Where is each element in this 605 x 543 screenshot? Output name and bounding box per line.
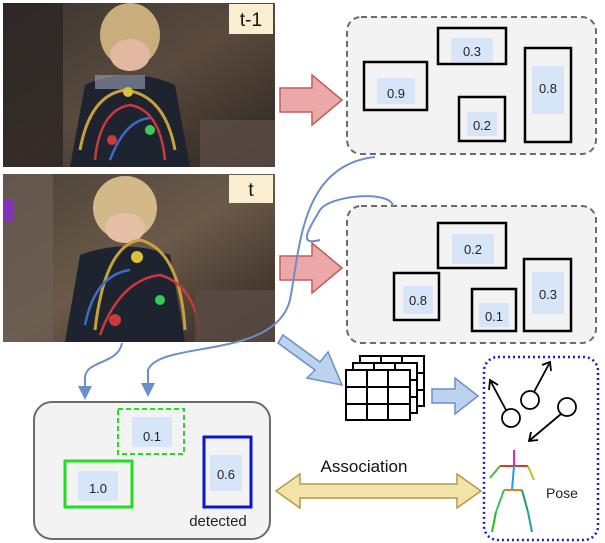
- blue-arrow-to-grid: [276, 333, 344, 387]
- association-label: Association: [321, 457, 408, 476]
- box-curr-2: [470, 287, 518, 333]
- pose-graph: [488, 360, 577, 443]
- frame-t-tag: t: [229, 175, 273, 203]
- score-prev-2: 0.2: [473, 118, 491, 133]
- blue-arrow-to-pose: [431, 376, 480, 416]
- score-curr-0: 0.2: [464, 242, 482, 257]
- box-merged-blue: [202, 435, 253, 509]
- box-prev-1: [436, 26, 508, 66]
- connector-top-to-merged: [147, 156, 376, 385]
- box-merged-dashed: [117, 408, 185, 455]
- score-merged-1: 1.0: [89, 481, 107, 496]
- score-curr-3: 0.3: [539, 287, 557, 302]
- connector-frame-to-merged: [84, 342, 123, 388]
- association-arrow: Association: [274, 457, 483, 510]
- box-prev-3: [523, 46, 573, 144]
- box-prev-0: [362, 60, 429, 112]
- frame-t-minus-1-tag: t-1: [229, 4, 273, 34]
- pose-panel: Pose: [482, 355, 600, 542]
- frame-t-minus-1-label: t-1: [240, 10, 262, 31]
- box-curr-0: [436, 221, 508, 270]
- box-curr-3: [522, 257, 573, 333]
- pose-label: Pose: [546, 485, 578, 501]
- score-merged-2: 0.6: [217, 467, 235, 482]
- connector-frame-arrowhead: [78, 386, 92, 400]
- detections-panel-t: 0.2 0.8 0.1 0.3: [346, 205, 597, 344]
- box-merged-green: [63, 459, 134, 509]
- detections-panel-t-minus-1: 0.9 0.3 0.2 0.8: [346, 16, 597, 155]
- score-curr-2: 0.1: [485, 309, 503, 324]
- score-merged-0: 0.1: [143, 429, 161, 444]
- feature-grid-stack: [345, 355, 425, 421]
- pose-skeleton-icon: [489, 450, 535, 533]
- red-arrow-bottom: [279, 241, 344, 295]
- score-curr-1: 0.8: [409, 293, 427, 308]
- red-arrow-top: [279, 73, 344, 127]
- box-curr-1: [392, 271, 441, 322]
- score-prev-1: 0.3: [463, 44, 481, 59]
- detected-label: detected: [189, 513, 247, 530]
- score-prev-0: 0.9: [387, 86, 405, 101]
- connector-top-arrowhead: [141, 383, 155, 397]
- box-prev-2: [457, 95, 507, 143]
- connector-mid-to-panel: [305, 195, 394, 243]
- tracked-detections-panel: 0.1 1.0 0.6 detected: [33, 401, 271, 540]
- frame-t-label: t: [248, 180, 254, 201]
- score-prev-3: 0.8: [539, 81, 557, 96]
